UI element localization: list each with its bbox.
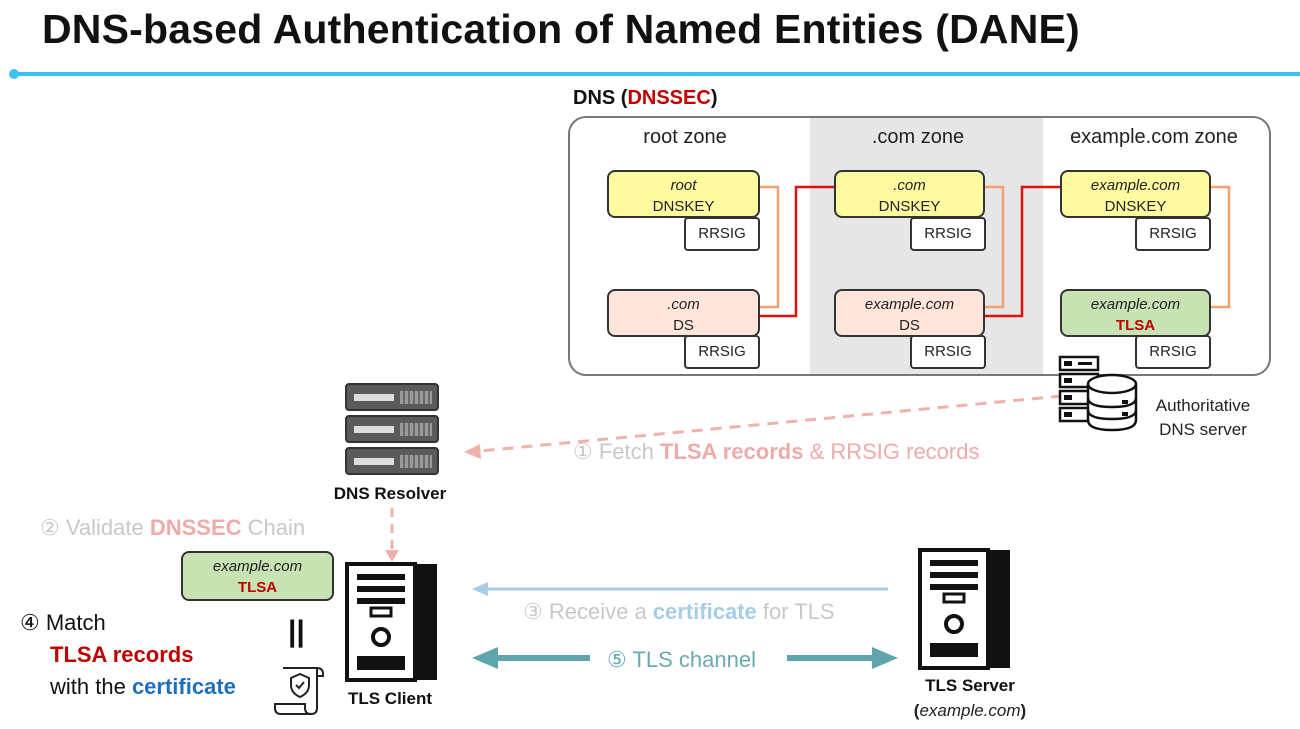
link-com-ds-to-com-key [760,185,834,318]
title-rule [12,72,1300,76]
com-dnskey-rrsig: RRSIG [910,217,986,251]
dnssec-highlight: DNSSEC [627,87,711,109]
com-ds-rrsig: RRSIG [910,335,986,369]
step5-label: ⑤ TLS channel [607,647,756,672]
certificate-icon [274,667,324,715]
step2-dnssec-highlight: DNSSEC [149,515,242,540]
step4-certificate-line: with the certificate [50,674,236,699]
step3-label: ③ Receive a certificate for TLS [523,599,835,624]
step2-label: ② Validate DNSSEC Chain [40,515,306,540]
tls-channel-arrowhead-left [472,647,498,669]
title-rule-dot [9,69,19,79]
validate-arrowhead [385,550,399,562]
tls-client-computer-icon [345,562,437,682]
root-ds-rrsig: RRSIG [684,335,760,369]
step1-label: ① Fetch TLSA records & RRSIG records [573,439,980,464]
tls-client-label: TLS Client [347,689,433,708]
link-example-key-to-tlsa [1211,185,1231,309]
step4-certificate-highlight: certificate [131,674,236,699]
equals-sign: || [288,615,305,648]
dns-resolver-icon [345,383,439,475]
fetch-arrowhead [464,444,481,459]
link-root-key-to-ds [760,185,780,309]
dns-label: DNS (DNSSEC) [573,87,718,109]
tls-server-computer-icon [918,548,1010,670]
step4-label: ④ Match [20,610,106,635]
step3-certificate-highlight: certificate [652,599,757,624]
tls-server-domain: (example.com) [913,701,1027,720]
step1-tlsa-highlight: TLSA records [659,439,804,464]
link-example-ds-to-example-key [985,185,1060,318]
zone-title-com: .com zone [871,126,965,148]
certificate-arrowhead [472,582,488,596]
zone-title-example: example.com zone [1070,126,1238,148]
page-title: DNS-based Authentication of Named Entiti… [42,6,1080,52]
authoritative-server-icon [1058,355,1138,432]
zone-title-root: root zone [643,126,727,148]
dns-resolver-label: DNS Resolver [333,484,447,503]
tls-channel-arrowhead-right [872,647,898,669]
root-dnskey-rrsig: RRSIG [684,217,760,251]
fetch-arrow [479,394,1063,453]
auth-server-label-line1: Authoritative [1155,396,1251,415]
auth-server-label-line2: DNS server [1159,420,1247,439]
tls-server-label: TLS Server [925,676,1015,695]
example-dnskey-rrsig: RRSIG [1135,217,1211,251]
example-tlsa-rrsig: RRSIG [1135,335,1211,369]
link-com-key-to-ds [985,185,1005,309]
step4-tlsa-highlight: TLSA records [50,642,194,667]
